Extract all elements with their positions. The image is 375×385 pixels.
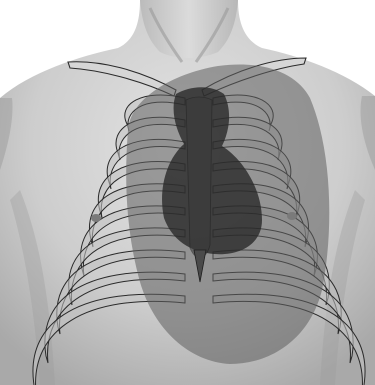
- anatomical-illustration: [0, 0, 375, 385]
